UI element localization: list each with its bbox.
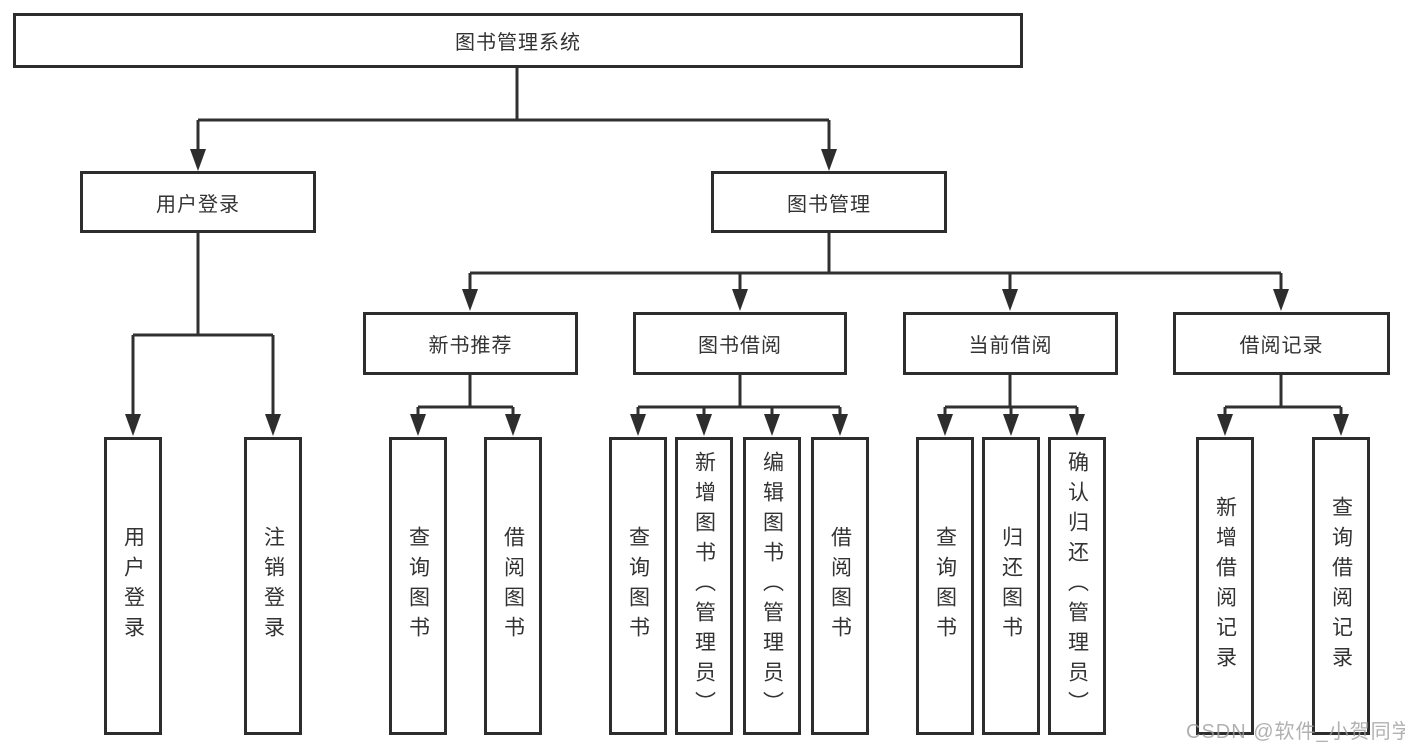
node-add-borrow-record: 新增借阅记录 (1196, 437, 1254, 735)
node-query-books-borrowing: 查询图书 (609, 437, 667, 735)
arrowhead (821, 149, 837, 171)
node-return-books: 归还图书 (982, 437, 1040, 735)
node-query-books-recommend: 查询图书 (389, 437, 447, 735)
arrowhead (505, 414, 521, 436)
node-user-login-leaf: 用户登录 (104, 437, 162, 735)
tree-edges (131, 68, 1343, 417)
node-borrowing-records: 借阅记录 (1173, 312, 1390, 375)
arrowhead (630, 414, 646, 436)
arrowhead (937, 414, 953, 436)
node-current-borrowing: 当前借阅 (903, 312, 1118, 375)
node-borrow-books-recommend: 借阅图书 (484, 437, 542, 735)
arrowhead (1002, 289, 1018, 311)
arrowhead (1069, 414, 1085, 436)
node-library-management-system: 图书管理系统 (13, 13, 1023, 68)
arrowhead (1333, 414, 1349, 436)
node-book-management: 图书管理 (711, 171, 947, 233)
arrowhead (462, 289, 478, 311)
node-book-borrowing: 图书借阅 (633, 312, 847, 375)
arrowhead (265, 414, 281, 436)
arrowhead (696, 414, 712, 436)
node-confirm-return-admin: 确认归还（管理员） (1048, 437, 1106, 735)
node-borrow-books-borrowing: 借阅图书 (811, 437, 869, 735)
arrowhead (764, 414, 780, 436)
arrowhead (1217, 414, 1233, 436)
arrowheads (125, 149, 1349, 436)
arrowhead (410, 414, 426, 436)
node-query-borrow-record: 查询借阅记录 (1312, 437, 1370, 735)
arrowhead (190, 149, 206, 171)
node-edit-books-admin: 编辑图书（管理员） (743, 437, 801, 735)
arrowhead (1003, 414, 1019, 436)
arrowhead (732, 289, 748, 311)
node-add-books-admin: 新增图书（管理员） (675, 437, 733, 735)
arrowhead (125, 414, 141, 436)
csdn-watermark: CSDN @软件_小贺同学 (1186, 721, 1405, 743)
node-logout: 注销登录 (244, 437, 302, 735)
node-query-books-current: 查询图书 (916, 437, 974, 735)
arrowhead (832, 414, 848, 436)
node-new-book-recommend: 新书推荐 (363, 312, 578, 375)
node-user-login: 用户登录 (80, 171, 316, 233)
arrowhead (1273, 289, 1289, 311)
